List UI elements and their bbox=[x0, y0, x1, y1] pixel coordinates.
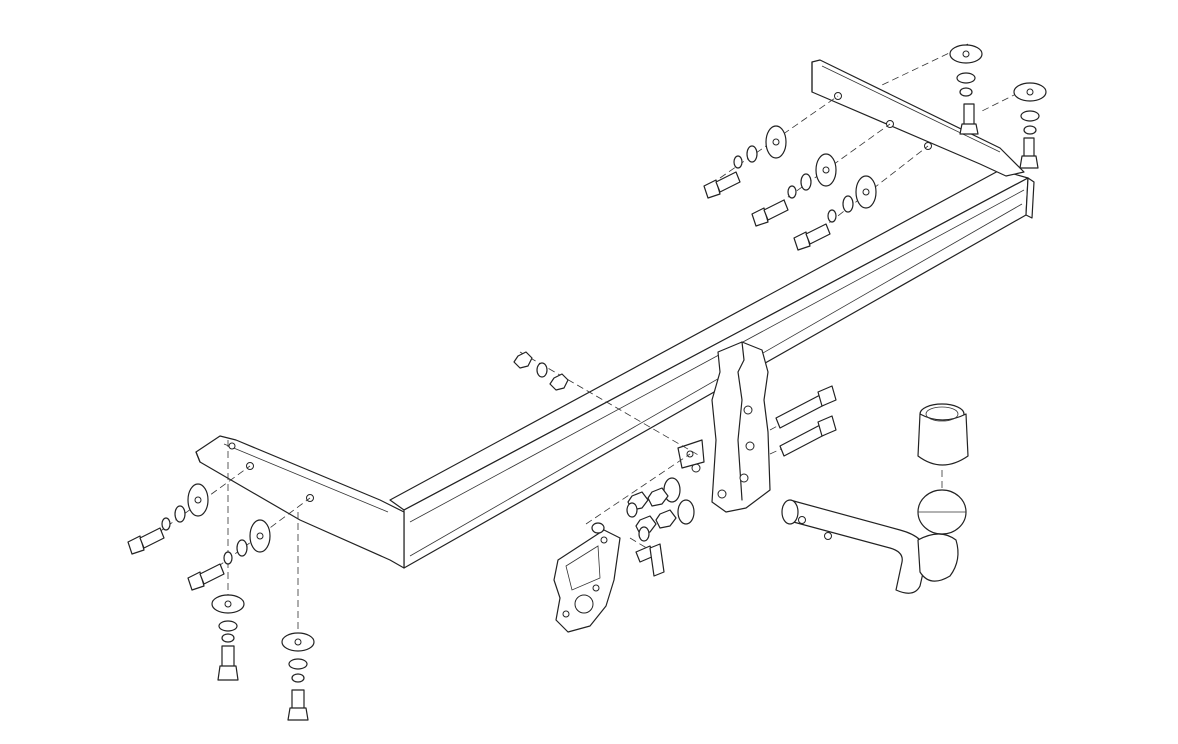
bolt-socket-plate bbox=[635, 543, 665, 577]
electrical-socket-plate bbox=[553, 529, 621, 633]
bolt-upper-2 bbox=[751, 199, 789, 227]
bolts bbox=[127, 103, 1039, 721]
crossbar bbox=[389, 169, 1035, 569]
bolt-left-vertical-2 bbox=[287, 689, 309, 721]
bolt-left-1 bbox=[127, 527, 165, 555]
right-side-bracket bbox=[811, 59, 1025, 177]
bolt-left-vertical-1 bbox=[217, 645, 239, 681]
bolt-upper-1 bbox=[703, 171, 741, 199]
bolt-center-long-1 bbox=[775, 385, 837, 429]
ball-cover-cap bbox=[917, 403, 969, 466]
nuts bbox=[513, 351, 677, 542]
bolt-right-vertical-2 bbox=[1019, 137, 1039, 169]
washers bbox=[161, 44, 1047, 683]
bolt-left-2 bbox=[187, 563, 225, 591]
detachable-ball-neck bbox=[781, 470, 967, 594]
left-side-bracket bbox=[195, 435, 405, 569]
bolt-center-long-2 bbox=[779, 415, 837, 457]
bolt-upper-3 bbox=[793, 223, 831, 251]
bolt-right-vertical-1 bbox=[959, 103, 979, 135]
